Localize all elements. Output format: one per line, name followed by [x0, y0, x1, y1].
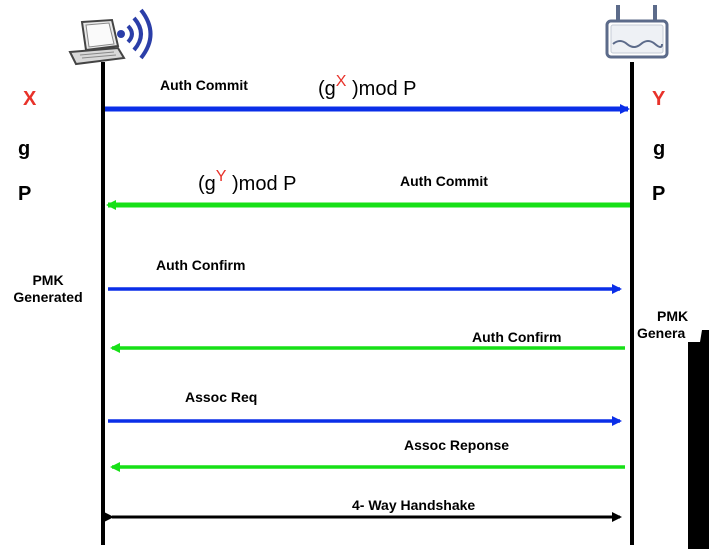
formula-gx-exp: X — [336, 73, 347, 90]
left-pmk-line2: Generated — [13, 289, 82, 305]
label-4-way-handshake: 4- Way Handshake — [352, 497, 475, 513]
formula-gy-rest: )mod P — [226, 173, 296, 195]
label-auth-commit-2: Auth Commit — [400, 173, 488, 189]
left-var-p: P — [18, 183, 31, 205]
label-auth-confirm-1: Auth Confirm — [156, 257, 245, 273]
label-auth-commit-1: Auth Commit — [160, 77, 248, 93]
label-assoc-response: Assoc Reponse — [404, 437, 509, 453]
right-pmk-line1: PMK — [657, 308, 688, 324]
left-pmk-line1: PMK — [32, 272, 63, 288]
formula-gx-rest: )mod P — [346, 78, 416, 100]
formula-gx-base: (g — [318, 78, 336, 100]
formula-gy-exp: Y — [216, 168, 227, 185]
right-edge-black-bar — [688, 330, 709, 549]
left-var-x: X — [23, 88, 37, 110]
label-assoc-req: Assoc Req — [185, 389, 257, 405]
router-icon — [605, 5, 669, 59]
formula-gy-base: (g — [198, 173, 216, 195]
left-var-g: g — [18, 138, 30, 160]
formula-gy-mod-p: (gY )mod P — [198, 168, 297, 195]
right-var-y: Y — [652, 88, 666, 110]
label-auth-confirm-2: Auth Confirm — [472, 329, 561, 345]
formula-gx-mod-p: (gX )mod P — [318, 73, 417, 100]
laptop-wifi-icon — [68, 8, 153, 66]
right-var-p: P — [652, 183, 665, 205]
right-pmk-line2: Genera — [637, 325, 685, 341]
right-var-g: g — [653, 138, 665, 160]
